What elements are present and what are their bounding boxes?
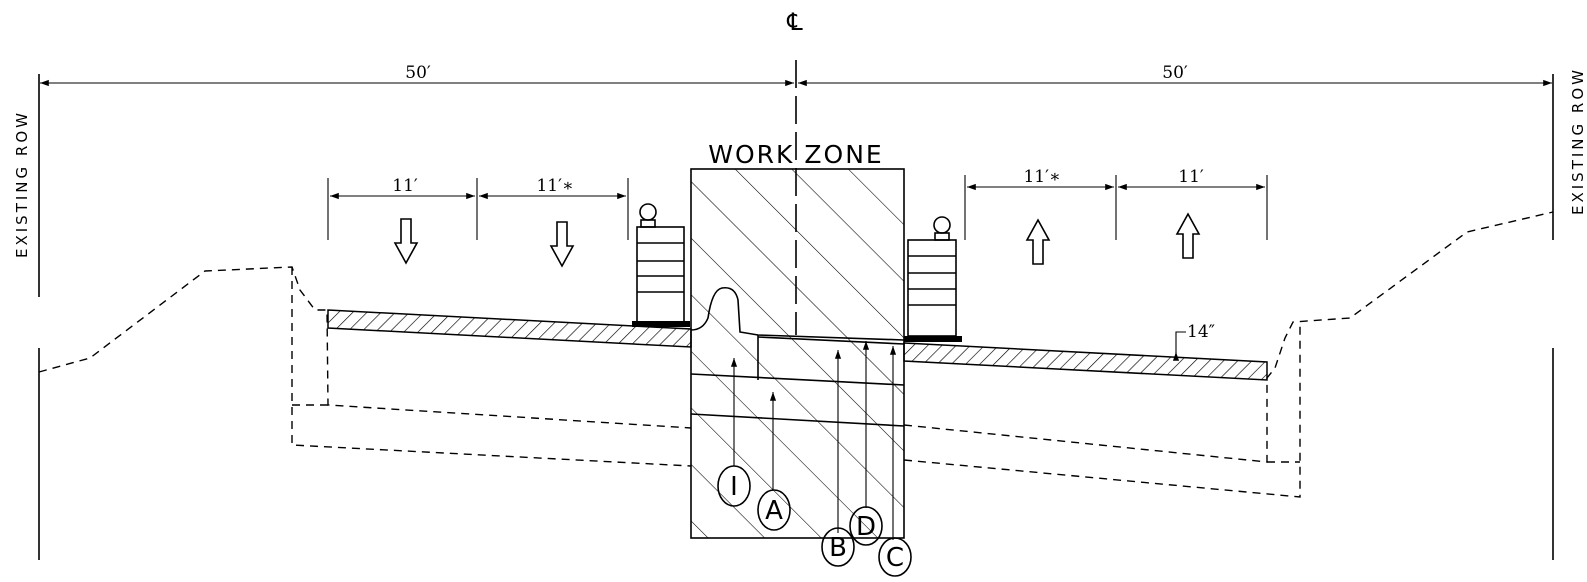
work-zone-label: WORK ZONE — [708, 140, 883, 169]
callout-B: B — [821, 527, 855, 567]
work-zone-layer-1 — [690, 373, 905, 386]
left-outer-lane-dim: 11′ — [392, 176, 418, 196]
left-subbase-dashed — [291, 267, 692, 467]
work-zone-layer-2 — [690, 413, 905, 427]
centerline-symbol: ℄ — [786, 8, 803, 36]
left-row-dimension: 50′ — [405, 63, 431, 83]
left-existing-ground-dashed — [38, 266, 692, 429]
left-inner-lane-dim: 11′∗ — [536, 176, 573, 196]
callout-D: D — [849, 506, 883, 546]
svg-text:A: A — [765, 496, 783, 526]
left-row-label: EXISTING ROW — [13, 110, 31, 258]
svg-text:D: D — [856, 512, 876, 542]
callout-C: C — [878, 537, 912, 577]
down-arrow-icon — [549, 221, 575, 268]
pavement-thickness-label: 14″ — [1187, 322, 1215, 342]
callout-A: A — [757, 489, 791, 531]
up-arrow-icon — [1175, 212, 1201, 259]
svg-text:C: C — [886, 543, 904, 573]
traffic-drum-icon — [632, 203, 690, 327]
traffic-drum-icon — [904, 216, 962, 342]
svg-text:B: B — [829, 533, 847, 563]
right-outer-lane-dim: 11′ — [1178, 167, 1204, 187]
thickness-leader — [1175, 331, 1186, 360]
right-pavement-slab — [903, 342, 1268, 381]
left-pavement-slab — [327, 309, 692, 348]
callout-I: I — [717, 465, 751, 507]
up-arrow-icon — [1025, 218, 1051, 265]
right-row-dimension: 50′ — [1162, 63, 1188, 83]
right-row-label: EXISTING ROW — [1569, 67, 1587, 215]
work-zone-surface-line-2 — [757, 336, 905, 345]
work-zone-surface-profile — [690, 286, 905, 341]
svg-text:I: I — [730, 472, 738, 502]
right-inner-lane-dim: 11′∗ — [1023, 167, 1060, 187]
down-arrow-icon — [393, 218, 419, 265]
right-subbase-dashed — [903, 322, 1301, 498]
right-existing-ground-dashed — [903, 211, 1554, 463]
work-zone-box — [690, 168, 905, 539]
